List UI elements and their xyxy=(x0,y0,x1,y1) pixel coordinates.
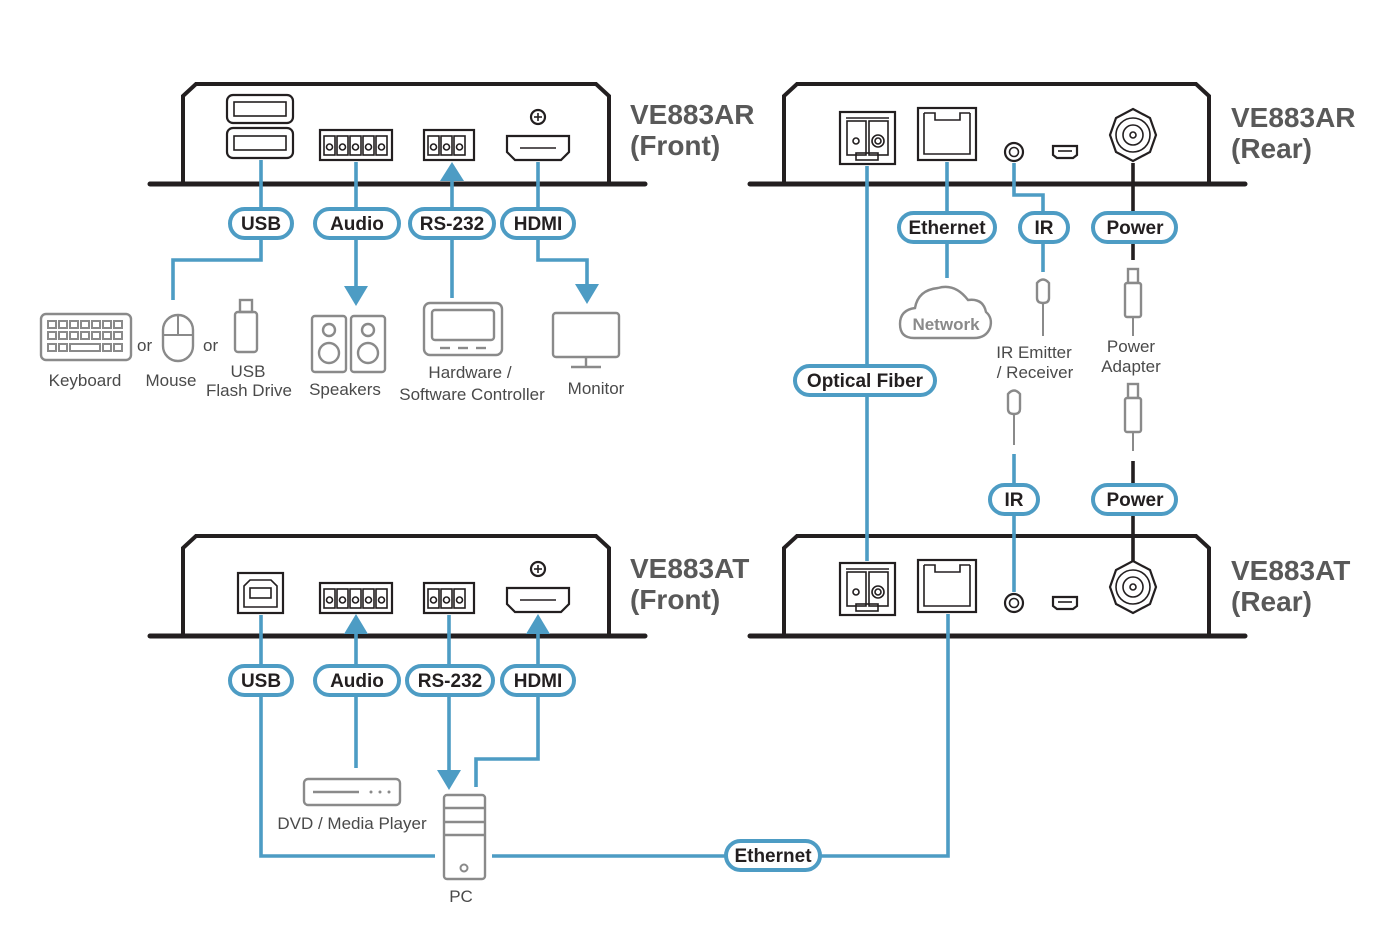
fiber-port-icon xyxy=(838,110,897,166)
pill-ar-ir: IR xyxy=(1035,218,1054,239)
cloud-icon xyxy=(898,285,993,340)
mouse-icon xyxy=(161,313,195,363)
power-plug-icon xyxy=(1123,267,1143,336)
audio-terminal-port-icon xyxy=(318,581,394,615)
dvd-label: DVD / Media Player xyxy=(277,814,427,833)
pc-device: PC xyxy=(442,793,487,906)
arrow-up-icon xyxy=(440,162,464,181)
ir-emitter-icon xyxy=(1035,278,1051,336)
controller-label-2: Software Controller xyxy=(399,385,545,404)
at-front-title: VE883AT xyxy=(630,553,749,584)
or-label: or xyxy=(203,336,218,355)
mouse-device: Mouse xyxy=(145,313,197,390)
network-label: Network xyxy=(912,315,980,334)
arrow-up-icon xyxy=(526,614,550,634)
controller-device: Hardware / Software Controller xyxy=(399,301,545,404)
pill-at-ethernet: Ethernet xyxy=(734,846,812,867)
keyboard-icon xyxy=(39,312,133,362)
pill-at-power: Power xyxy=(1106,490,1164,511)
pill-ar-audio: Audio xyxy=(330,214,384,235)
ar-front-subtitle: (Front) xyxy=(630,130,720,161)
ve883ar-rear-unit: VE883AR (Rear) xyxy=(747,82,1356,187)
pill-ar-ethernet: Ethernet xyxy=(908,218,986,239)
ir-label-1: IR Emitter xyxy=(996,343,1072,362)
pill-at-usb: USB xyxy=(241,671,281,692)
dvd-player-device: DVD / Media Player xyxy=(277,777,427,833)
monitor-label: Monitor xyxy=(568,379,625,398)
usb-flash-drive-icon xyxy=(233,298,259,354)
monitor-icon xyxy=(551,311,621,369)
audio-terminal-port-icon xyxy=(318,128,394,162)
ve883ar-front-unit: VE883AR (Front) xyxy=(147,82,755,187)
ve883at-rear-unit: VE883AT (Rear) xyxy=(747,534,1350,639)
keyboard-label: Keyboard xyxy=(49,371,122,390)
ir-emitter-receiver-device: IR Emitter / Receiver xyxy=(996,278,1074,445)
power-adapter-label-1: Power xyxy=(1107,337,1156,356)
ir-jack-icon xyxy=(1003,141,1025,163)
pill-at-hdmi: HDMI xyxy=(514,671,563,692)
pc-label: PC xyxy=(449,887,473,906)
rs232-terminal-port-icon xyxy=(422,128,476,162)
pill-at-audio: Audio xyxy=(330,671,384,692)
keyboard-device: Keyboard xyxy=(39,312,133,390)
ar-rear-subtitle: (Rear) xyxy=(1231,133,1312,164)
mouse-label: Mouse xyxy=(145,371,196,390)
power-jack-icon xyxy=(1108,559,1158,615)
micro-usb-port-icon xyxy=(1051,144,1079,160)
usb-a-port-icon xyxy=(225,93,295,160)
usb-flash-label-2: Flash Drive xyxy=(206,381,292,400)
speakers-icon xyxy=(310,314,387,374)
controller-icon xyxy=(422,301,504,357)
ir-label-2: / Receiver xyxy=(997,363,1074,382)
pill-optical-fiber: Optical Fiber xyxy=(807,371,924,392)
hdmi-port-icon xyxy=(505,108,571,162)
ar-front-pills: USB Audio RS-232 HDMI xyxy=(228,207,576,240)
power-plug-icon xyxy=(1123,382,1143,451)
pc-tower-icon xyxy=(442,793,487,881)
network-device: Network xyxy=(898,285,993,340)
or-label: or xyxy=(137,336,152,355)
usb-flash-drive-device: USB Flash Drive xyxy=(206,298,292,400)
power-adapter-device: Power Adapter xyxy=(1101,267,1161,451)
at-front-pills: USB Audio RS-232 HDMI Ethernet xyxy=(228,664,822,872)
at-rear-title: VE883AT xyxy=(1231,555,1350,586)
ar-front-title: VE883AR xyxy=(630,99,755,130)
pill-at-rs232: RS-232 xyxy=(418,671,482,692)
speakers-label: Speakers xyxy=(309,380,381,399)
rear-pills: Ethernet IR Power Optical Fiber IR Power xyxy=(793,211,1178,516)
arrow-up-icon xyxy=(344,614,368,634)
usb-b-port-icon xyxy=(236,571,285,615)
micro-usb-port-icon xyxy=(1051,595,1079,611)
usb-flash-label-1: USB xyxy=(231,362,266,381)
pill-ar-usb: USB xyxy=(241,214,281,235)
ar-rear-title: VE883AR xyxy=(1231,102,1356,133)
monitor-device: Monitor xyxy=(551,311,625,398)
arrow-down-icon xyxy=(437,770,461,790)
ir-receiver-icon xyxy=(1006,389,1022,445)
hdmi-port-icon xyxy=(505,560,571,614)
ir-jack-icon xyxy=(1003,592,1025,614)
ethernet-port-icon xyxy=(916,106,978,162)
arrow-down-icon xyxy=(575,284,599,304)
ve883at-front-unit: VE883AT (Front) xyxy=(147,534,749,639)
arrow-down-icon xyxy=(344,286,368,306)
pill-ar-power: Power xyxy=(1106,218,1164,239)
power-jack-icon xyxy=(1108,107,1158,163)
at-front-subtitle: (Front) xyxy=(630,584,720,615)
pill-ar-rs232: RS-232 xyxy=(420,214,484,235)
pill-ar-hdmi: HDMI xyxy=(514,214,563,235)
ethernet-port-icon xyxy=(916,558,978,614)
dvd-player-icon xyxy=(302,777,402,807)
pill-at-ir: IR xyxy=(1005,490,1024,511)
controller-label-1: Hardware / xyxy=(428,363,511,382)
rs232-terminal-port-icon xyxy=(422,581,476,615)
fiber-port-icon xyxy=(838,561,897,617)
power-adapter-label-2: Adapter xyxy=(1101,357,1161,376)
speakers-device: Speakers xyxy=(309,314,387,399)
at-rear-subtitle: (Rear) xyxy=(1231,586,1312,617)
